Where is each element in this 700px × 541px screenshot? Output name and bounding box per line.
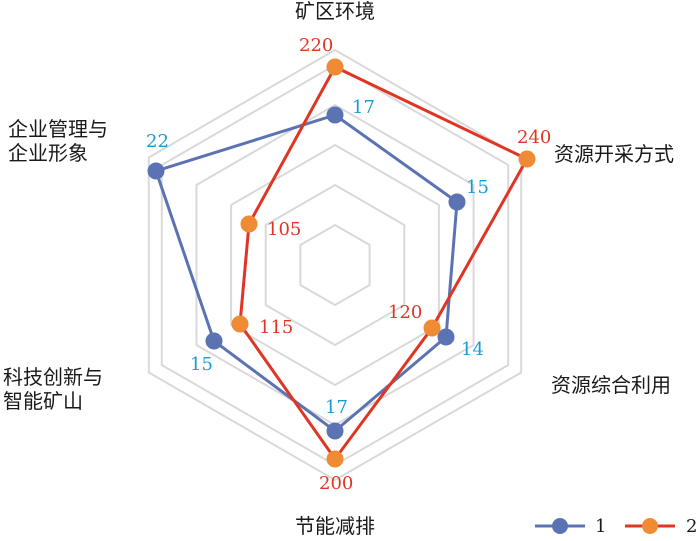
axis-label-6: 企业管理与企业形象 bbox=[8, 117, 108, 165]
series-2-point-6 bbox=[240, 215, 258, 233]
axis-label-line-5-1: 科技创新与 bbox=[3, 365, 103, 389]
axis-label-line-6-1: 企业管理与 bbox=[8, 117, 108, 141]
series-1-point-3 bbox=[437, 328, 455, 346]
series-1-point-5 bbox=[205, 332, 223, 350]
axis-label-line-3-1: 资源综合利用 bbox=[551, 373, 671, 397]
axis-label-2: 资源开采方式 bbox=[554, 142, 674, 166]
series-2-data-label-6: 105 bbox=[267, 219, 301, 240]
legend-series-2-marker bbox=[642, 518, 658, 534]
axis-label-line-1-1: 矿区环境 bbox=[295, 0, 375, 23]
series-2-data-label-3: 120 bbox=[388, 302, 422, 323]
series-2-line bbox=[238, 65, 530, 462]
series-1-point-6 bbox=[147, 162, 165, 180]
series-1-data-label-6: 22 bbox=[146, 131, 169, 152]
axis-label-5: 科技创新与智能矿山 bbox=[3, 365, 103, 413]
series-1-data-label-3: 14 bbox=[461, 339, 484, 360]
axis-label-1: 矿区环境 bbox=[295, 0, 375, 23]
series-1-data-label-2: 15 bbox=[466, 177, 489, 198]
series-2-point-2 bbox=[518, 150, 536, 168]
series-1-point-1 bbox=[326, 106, 344, 124]
series-1-data-label-1: 17 bbox=[352, 97, 375, 118]
series-1-data-label-5: 15 bbox=[190, 354, 213, 375]
axis-label-line-5-2: 智能矿山 bbox=[3, 389, 83, 413]
series-2-point-3 bbox=[423, 319, 441, 337]
series-layer bbox=[147, 58, 536, 468]
legend-series-1-marker bbox=[552, 518, 568, 534]
axis-label-4: 节能减排 bbox=[295, 514, 375, 538]
series-2-point-1 bbox=[326, 58, 344, 76]
series-1-point-4 bbox=[326, 422, 344, 440]
legend-series-1-label: 1 bbox=[595, 516, 606, 537]
axis-label-line-2-1: 资源开采方式 bbox=[554, 142, 674, 166]
series-2-point-5 bbox=[231, 315, 249, 333]
series-2-data-label-2: 240 bbox=[517, 127, 551, 148]
axis-label-3: 资源综合利用 bbox=[551, 373, 671, 397]
grid-ring-1 bbox=[299, 223, 371, 307]
axis-label-line-4-1: 节能减排 bbox=[295, 514, 375, 538]
series-2-data-label-4: 200 bbox=[319, 473, 353, 494]
series-1-data-label-4: 17 bbox=[325, 397, 348, 418]
legend-series-2-label: 2 bbox=[686, 516, 697, 537]
series-2-point-4 bbox=[326, 450, 344, 468]
grid-ring-4 bbox=[195, 103, 475, 427]
series-1-point-2 bbox=[448, 193, 466, 211]
series-2-data-label-1: 220 bbox=[299, 35, 333, 56]
series-2-data-label-5: 115 bbox=[259, 317, 293, 338]
axis-label-line-6-2: 企业形象 bbox=[8, 141, 88, 165]
grid-ring-2 bbox=[264, 183, 406, 347]
grid-ring-3 bbox=[230, 143, 440, 387]
